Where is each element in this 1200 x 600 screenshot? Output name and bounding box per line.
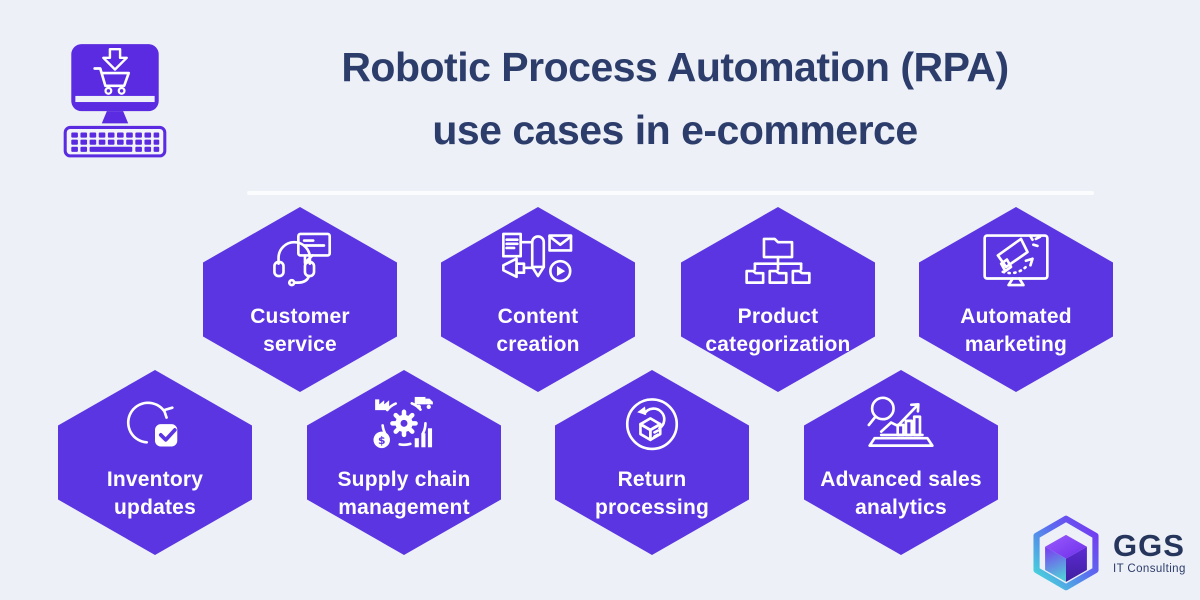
hexagon-product-categorization: Product categorization [681, 207, 875, 392]
megaphone-monitor-icon [919, 229, 1113, 295]
hexagon-inventory-updates: Inventory updates [58, 370, 252, 555]
svg-text:$: $ [378, 434, 385, 447]
ggs-logo-text: GGS IT Consulting [1113, 530, 1186, 575]
page-title: Robotic Process Automation (RPA) use cas… [180, 36, 1170, 162]
title-divider [247, 191, 1094, 195]
computer-cart-icon [63, 44, 167, 158]
ecommerce-computer-logo [60, 38, 170, 162]
refresh-check-icon [58, 392, 252, 458]
hexagon-automated-marketing: Automated marketing [919, 207, 1113, 392]
hexagon-label-line1: Customer [250, 305, 350, 328]
hexagon-label: Automated marketing [919, 303, 1113, 359]
supply-cycle-icon: $ [307, 392, 501, 458]
hexagon-label: Return processing [555, 466, 749, 522]
hexagon-label-line1: Return [617, 468, 687, 491]
hexagon-label-line1: Advanced sales [820, 468, 982, 491]
ggs-cube-hexagon-icon [1033, 515, 1099, 591]
hexagon-label: Supply chain management [307, 466, 501, 522]
hexagon-label-line1: Automated [960, 305, 1072, 328]
hexagon-label-line1: Content [497, 305, 579, 328]
hexagon-label-line2: service [263, 333, 337, 356]
hexagon-advanced-sales-analytics: Advanced sales analytics [804, 370, 998, 555]
hexagon-label-line1: Supply chain [337, 468, 471, 491]
hexagon-label-line2: categorization [705, 333, 851, 356]
hexagon-label: Customer service [203, 303, 397, 359]
hexagon-label-line2: marketing [964, 333, 1068, 356]
hexagon-label: Advanced sales analytics [804, 466, 998, 522]
hexagon-label-line2: creation [496, 333, 580, 356]
folder-tree-icon [681, 229, 875, 295]
headset-chat-icon [203, 229, 397, 295]
title-line-2: use cases in e-commerce [432, 107, 918, 153]
ggs-brand-text: GGS [1113, 527, 1185, 563]
hexagon-return-processing: Return processing [555, 370, 749, 555]
hexagon-label: Inventory updates [58, 466, 252, 522]
hexagon-label: Product categorization [681, 303, 875, 359]
hexagon-label-line2: processing [594, 496, 710, 519]
hexagon-label-line2: management [338, 496, 470, 519]
content-tools-icon [441, 229, 635, 295]
ggs-tagline-text: IT Consulting [1113, 562, 1186, 575]
hexagon-label-line1: Product [737, 305, 819, 328]
ggs-logo: GGS IT Consulting [1028, 513, 1186, 591]
hexagon-customer-service: Customer service [203, 207, 397, 392]
hexagon-content-creation: Content creation [441, 207, 635, 392]
hexagon-supply-chain-management: $ Supply chain management [307, 370, 501, 555]
hexagon-label: Content creation [441, 303, 635, 359]
title-line-1: Robotic Process Automation (RPA) [341, 44, 1009, 90]
hexagon-label-line2: updates [114, 496, 196, 519]
analytics-laptop-icon [804, 392, 998, 458]
hexagon-label-line1: Inventory [106, 468, 204, 491]
hexagon-label-line2: analytics [855, 496, 947, 519]
return-box-icon [555, 392, 749, 458]
